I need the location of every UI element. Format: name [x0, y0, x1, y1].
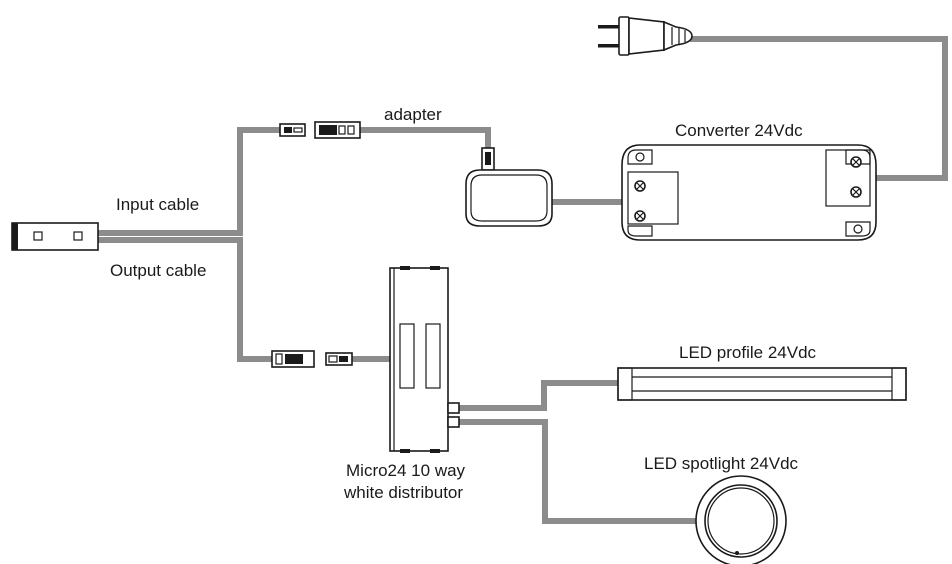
led-spotlight-label: LED spotlight 24Vdc: [644, 454, 799, 473]
converter-label: Converter 24Vdc: [675, 121, 803, 140]
output-cable: [98, 237, 272, 362]
led-profile-label: LED profile 24Vdc: [679, 343, 817, 362]
screw-icon: [850, 186, 862, 198]
mains-cable: [690, 36, 948, 181]
converter: [621, 144, 877, 241]
input-connector: [279, 121, 361, 139]
screw-icon: [634, 210, 646, 222]
distributor: [389, 266, 460, 453]
switch-sensor: [11, 222, 99, 251]
led-spotlight: [695, 475, 787, 564]
spotlight-cable: [459, 419, 696, 524]
adapter-label: adapter: [384, 105, 442, 124]
cables: [98, 36, 948, 524]
led-profile: [617, 367, 907, 401]
profile-cable: [459, 380, 618, 411]
adapter-cable: [360, 127, 491, 168]
input-cable: [98, 127, 280, 236]
distributor-label-line2: white distributor: [344, 483, 464, 502]
adapter: [465, 147, 553, 227]
screw-icon: [634, 180, 646, 192]
screw-icon: [850, 156, 862, 168]
output-connector: [271, 350, 353, 368]
distributor-label-line1: Micro24 10 way: [346, 461, 466, 480]
input-cable-label: Input cable: [116, 195, 200, 214]
output-cable-label: Output cable: [110, 261, 207, 280]
mains-plug: [598, 16, 693, 56]
